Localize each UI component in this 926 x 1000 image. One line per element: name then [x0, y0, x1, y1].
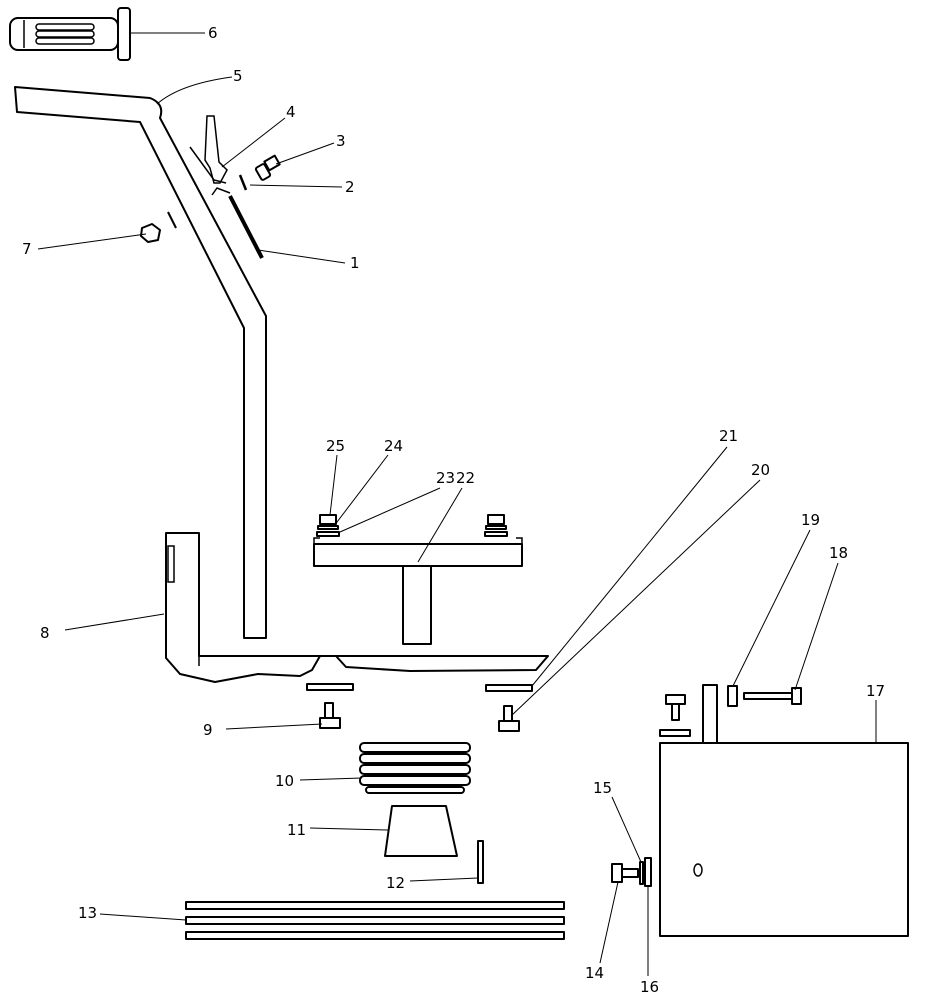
callout-17: 17: [866, 682, 885, 700]
part-22-mounting-plate: [313, 537, 523, 645]
part-14-bolt: [611, 863, 639, 883]
part-25-bolt: [319, 514, 505, 525]
callout-16: 16: [640, 978, 659, 996]
callout-6: 6: [208, 24, 218, 42]
callout-10: 10: [275, 772, 294, 790]
part-13-rails: [185, 901, 565, 940]
callout-9: 9: [203, 721, 213, 739]
callout-25: 25: [326, 437, 345, 455]
callout-12: 12: [386, 874, 405, 892]
callout-22: 22: [456, 469, 475, 487]
part-4-bracket: [189, 115, 231, 196]
callout-18: 18: [829, 544, 848, 562]
part-23-washer: [316, 531, 508, 537]
callout-13: 13: [78, 904, 97, 922]
leader-lines: [37, 32, 877, 976]
callout-7: 7: [22, 240, 32, 258]
callout-20: 20: [751, 461, 770, 479]
part-2-washer: [238, 174, 248, 191]
callout-15: 15: [593, 779, 612, 797]
part-12-pin: [477, 840, 484, 884]
part-18-bolt: [743, 687, 802, 705]
callout-3: 3: [336, 132, 346, 150]
part-9-bolt: [319, 702, 341, 729]
callout-23: 23: [436, 469, 455, 487]
part-21-plate: [485, 684, 533, 692]
part-8-base-frame: [165, 532, 549, 683]
part-16-washer: [644, 857, 652, 887]
callout-19: 19: [801, 511, 820, 529]
part-17-box: [659, 684, 909, 937]
callout-8: 8: [40, 624, 50, 642]
callout-11: 11: [287, 821, 306, 839]
part-6-handle-grip: [9, 7, 131, 61]
part-5-handle-tube: [14, 86, 267, 639]
part-10-bellows: [359, 742, 471, 794]
callout-4: 4: [286, 103, 296, 121]
part-20-bolt: [498, 705, 520, 732]
part-1-strip: [228, 195, 264, 259]
part-24-washer: [317, 525, 507, 530]
callout-24: 24: [384, 437, 403, 455]
callout-14: 14: [585, 964, 604, 982]
callout-5: 5: [233, 67, 243, 85]
callout-2: 2: [345, 178, 355, 196]
part-7-nut: [140, 211, 177, 243]
part-3-screw: [254, 154, 281, 181]
part-15-washer: [639, 861, 644, 885]
callout-1: 1: [350, 254, 360, 272]
part-11-cone: [384, 805, 458, 857]
part-19-nut: [727, 685, 738, 707]
callout-21: 21: [719, 427, 738, 445]
plate-under-frame: [306, 683, 354, 691]
